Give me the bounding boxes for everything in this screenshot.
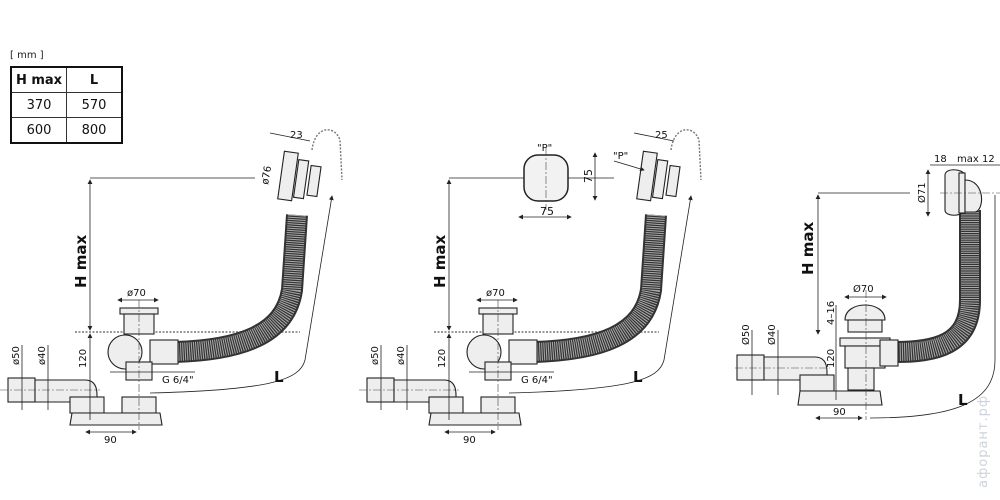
pipe-inner-dia-label: ø40 — [396, 346, 407, 365]
overflow-dia-label: ø76 — [260, 165, 274, 185]
overflow-dia-label: Ø71 — [916, 182, 928, 203]
cap-label: "P" — [537, 143, 552, 154]
length-label: L — [274, 368, 284, 386]
plug-range-label: 4–16 — [826, 301, 837, 325]
offset-label: 90 — [463, 435, 476, 446]
pipe-outer-dia-label: Ø50 — [740, 324, 752, 345]
size-table: H max L 370 570 600 800 — [10, 66, 123, 144]
plug-dia-label: Ø70 — [853, 283, 874, 295]
plug-dia-label: ø70 — [486, 288, 505, 299]
drawing-2: H max "P" 75 75 "P" 25 ø70 120 G 6/4" ø5… — [359, 130, 701, 446]
overflow-label: "P" — [613, 151, 628, 162]
overflow-depth-label: 23 — [290, 130, 303, 141]
cell: 600 — [10, 117, 67, 144]
units-label: [ mm ] — [10, 50, 44, 61]
length-label: L — [633, 368, 643, 386]
wall-max-label: max 12 — [957, 154, 995, 165]
drawing-3: H max Ø71 18 max 12 Ø70 4–16 120 Ø50 Ø40… — [735, 154, 1000, 421]
pipe-inner-dia-label: ø40 — [37, 346, 48, 365]
height-label: 120 — [78, 349, 89, 368]
table-row: 370 570 — [10, 92, 123, 118]
pipe-inner-dia-label: Ø40 — [766, 324, 778, 345]
h-max-label: H max — [72, 234, 90, 288]
watermark: афорант.рф — [976, 395, 991, 488]
cell: 800 — [66, 117, 123, 144]
overflow-depth-label: 18 — [934, 154, 947, 165]
cell: 570 — [66, 92, 123, 118]
overflow-depth-label: 25 — [655, 130, 668, 141]
cap-height-label: 75 — [582, 169, 595, 183]
height-label: 120 — [826, 349, 837, 368]
table-header-row: H max L — [10, 66, 123, 93]
drawing-1: H max ø76 23 ø70 120 G 6/4" ø50 ø40 90 L — [0, 130, 342, 446]
plug-dia-label: ø70 — [127, 288, 146, 299]
thread-label: G 6/4" — [162, 375, 194, 386]
pipe-outer-dia-label: ø50 — [11, 346, 22, 365]
cap-width-label: 75 — [540, 205, 554, 218]
h-max-label: H max — [799, 221, 817, 275]
h-max-label: H max — [431, 234, 449, 288]
offset-label: 90 — [833, 407, 846, 418]
pipe-outer-dia-label: ø50 — [370, 346, 381, 365]
height-label: 120 — [437, 349, 448, 368]
drain-assembly-1 — [0, 130, 342, 432]
thread-label: G 6/4" — [521, 375, 553, 386]
table-row: 600 800 — [10, 117, 123, 144]
header-h-max: H max — [10, 66, 67, 93]
length-label: L — [958, 391, 968, 409]
cell: 370 — [10, 92, 67, 118]
offset-label: 90 — [104, 435, 117, 446]
